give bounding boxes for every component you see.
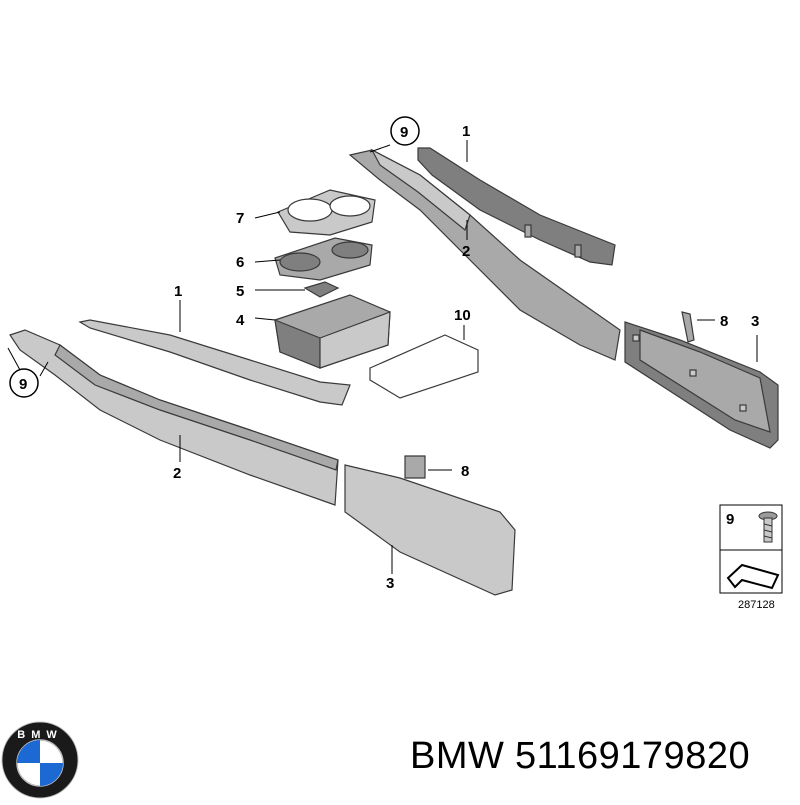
part-10-frame <box>369 334 479 399</box>
part-8-left-clip <box>404 455 426 479</box>
part-1-right-clip-b <box>574 244 582 258</box>
brand-name: BMW <box>410 735 505 777</box>
part-2-right-trim-edge <box>370 148 471 232</box>
fastener-legend: 9 287128 <box>719 504 783 611</box>
part-3-right-clip-c <box>739 404 747 412</box>
leader-lines <box>7 140 758 574</box>
part-6-cupholder-insert <box>274 237 373 281</box>
callout-3-right: 3 <box>751 313 759 330</box>
part-number: 51169179820 <box>514 735 751 777</box>
callout-9-right: 9 <box>400 124 408 141</box>
part-3-right-clip-b <box>689 369 697 377</box>
part-3-right-clip-a <box>632 334 640 342</box>
callout-8-right: 8 <box>720 313 728 330</box>
logo-lettering: BMW <box>17 729 63 741</box>
callout-3-left: 3 <box>386 575 394 592</box>
legend-item-number: 9 <box>726 511 734 528</box>
callout-9-left-badge: 9 <box>9 368 39 398</box>
clip-sheet-icon <box>726 563 780 590</box>
part-5-cover <box>303 281 340 298</box>
callout-5: 5 <box>236 283 244 300</box>
callout-6: 6 <box>236 254 244 271</box>
part-3-right-panel-inner <box>639 329 771 433</box>
callout-8-left: 8 <box>461 463 469 480</box>
callout-4: 4 <box>236 312 245 329</box>
part-7-cupholder-frame <box>277 189 376 236</box>
part-1-left-trim <box>78 319 351 406</box>
part-1-right-trim <box>417 147 616 266</box>
bmw-logo: BMW <box>1 721 79 799</box>
callout-1-left: 1 <box>174 283 182 300</box>
callout-7: 7 <box>236 210 244 227</box>
part-8-right-clip <box>681 311 695 343</box>
callout-10: 10 <box>454 307 471 324</box>
part-3-left-panel <box>344 464 516 596</box>
diagram-number: 287128 <box>738 599 775 611</box>
callout-9-right-badge: 9 <box>390 116 420 146</box>
part-2-left-trim-shade <box>54 344 339 471</box>
screw-icon <box>758 511 778 543</box>
callout-9-left: 9 <box>19 376 27 393</box>
callout-2-right: 2 <box>462 243 470 260</box>
callout-2-left: 2 <box>173 465 181 482</box>
callout-1-right: 1 <box>462 123 470 140</box>
part-1-right-clip-a <box>524 224 532 238</box>
part-4-console-box <box>274 294 391 369</box>
part-caption: BMW 51169179820 <box>410 735 790 785</box>
